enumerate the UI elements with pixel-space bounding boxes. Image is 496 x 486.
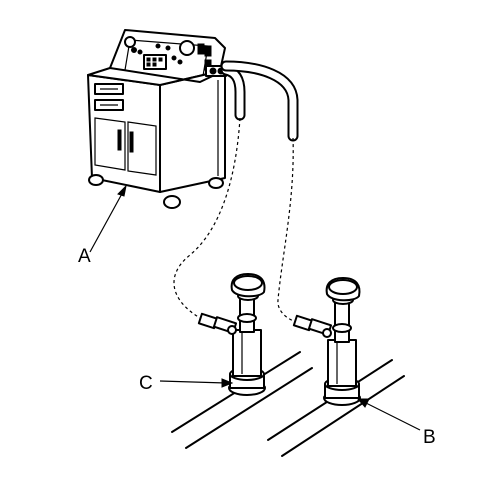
callout-c: C [139, 373, 153, 394]
leader-c [159, 378, 234, 388]
floor-rails [171, 351, 405, 457]
callout-b: B [423, 427, 436, 448]
machine-cabinet [87, 29, 227, 209]
stand-c [197, 273, 266, 396]
gauge-dial [179, 40, 195, 56]
casters [88, 174, 224, 209]
hoses [173, 60, 299, 323]
stand-b [292, 277, 361, 406]
leader-a [89, 184, 127, 253]
display-screen [143, 54, 167, 70]
leader-b [356, 398, 421, 431]
callout-a: A [78, 246, 91, 267]
